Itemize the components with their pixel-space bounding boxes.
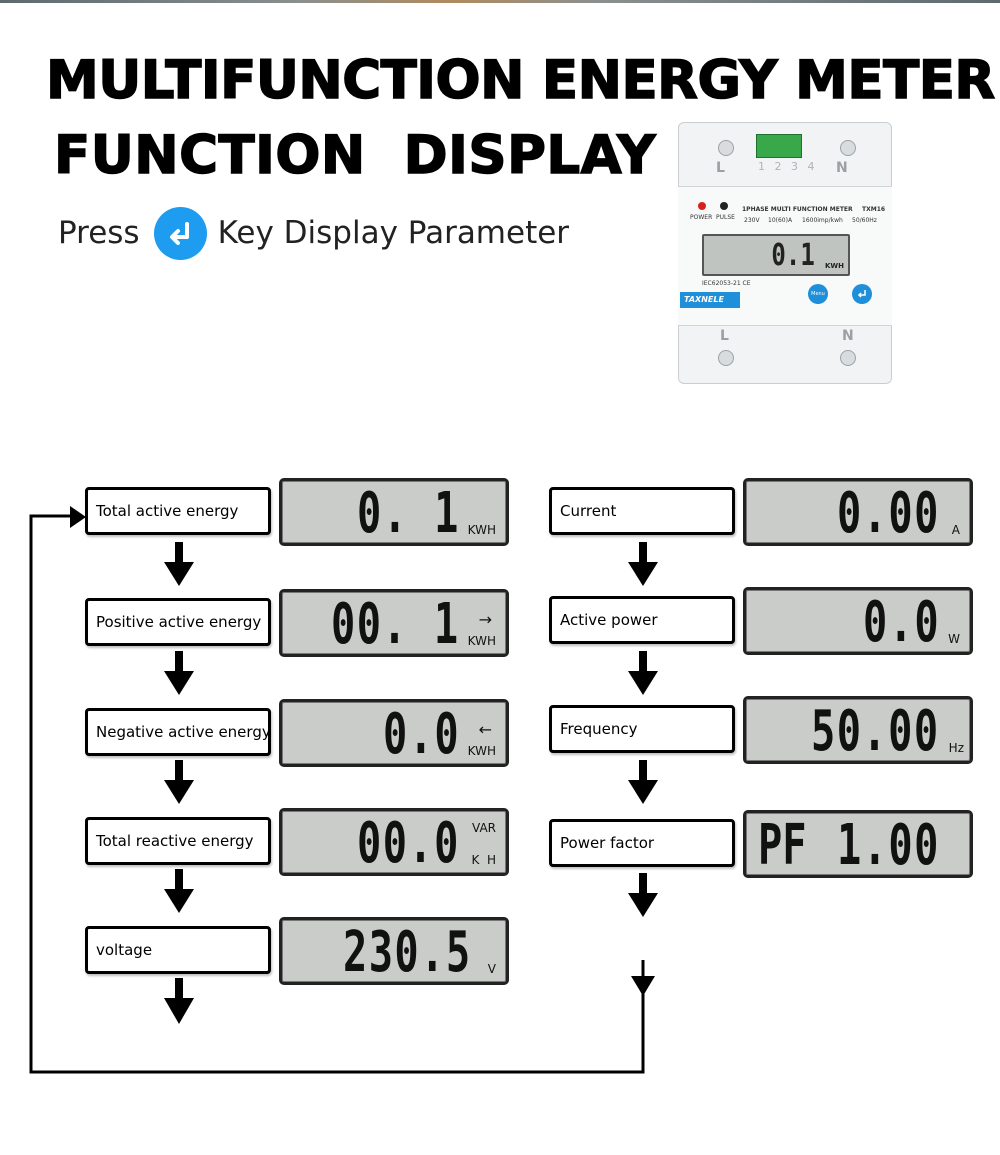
- lcd-active-power: 0.0 W: [743, 587, 973, 655]
- enter-key-icon: [153, 206, 207, 260]
- press-instruction: Press Key Display Parameter: [58, 206, 570, 260]
- power-label: POWER: [690, 214, 713, 221]
- terminal-screw-icon: [718, 350, 734, 366]
- lcd-unit: Hz: [948, 741, 964, 755]
- terminal-screw-icon: [718, 140, 734, 156]
- lcd-value: 1.00: [837, 813, 940, 878]
- lcd-value: 0. 1: [357, 481, 460, 546]
- terminal-screw-icon: [840, 350, 856, 366]
- device-lcd-unit: KWH: [824, 262, 844, 270]
- lcd-value: 0.0: [862, 590, 940, 655]
- param-label-negative-active-energy: Negative active energy: [85, 708, 271, 756]
- top-decor-bar: [0, 0, 1000, 3]
- device-lcd: 0.1 KWH: [702, 234, 850, 276]
- lcd-value: 230.5: [343, 920, 472, 985]
- lcd-unit: A: [951, 523, 960, 537]
- param-label-positive-active-energy: Positive active energy: [85, 598, 271, 646]
- lcd-positive-active-energy: 00. 1 → KWH: [279, 589, 509, 657]
- device-bottom-n-label: N: [842, 328, 854, 344]
- green-terminal-block: [756, 134, 802, 158]
- pulse-led-icon: [720, 202, 728, 210]
- param-label-voltage: voltage: [85, 926, 271, 974]
- lcd-voltage: 230.5 V: [279, 917, 509, 985]
- device-model-title: 1PHASE MULTI FUNCTION METER: [742, 206, 853, 213]
- down-arrow-icons: [164, 542, 658, 1024]
- device-lcd-value: 0.1: [771, 238, 815, 273]
- lcd-frequency: 50.00 Hz: [743, 696, 973, 764]
- param-label-frequency: Frequency: [549, 705, 735, 753]
- lcd-value: 50.00: [811, 699, 940, 764]
- device-n-label: N: [836, 160, 848, 176]
- lcd-power-factor: PF 1.00: [743, 810, 973, 878]
- lcd-unit: KWH: [467, 523, 496, 537]
- reverse-arrow-icon: ←: [478, 720, 492, 739]
- press-text: Press: [58, 215, 140, 251]
- param-label-active-power: Active power: [549, 596, 735, 644]
- param-label-total-reactive-energy: Total reactive energy: [85, 817, 271, 865]
- key-display-text: Key Display Parameter: [217, 215, 570, 251]
- forward-arrow-icon: →: [478, 610, 492, 629]
- lcd-value: 00.0: [357, 811, 460, 876]
- lcd-current: 0.00 A: [743, 478, 973, 546]
- menu-button[interactable]: Menu: [808, 284, 828, 304]
- lcd-value: 0.0: [382, 702, 460, 767]
- device-spec: 230V: [744, 217, 760, 224]
- device-bottom-l-label: L: [720, 328, 729, 344]
- device-brand-logo: TAXNELE: [680, 292, 740, 308]
- device-spec: 50/60Hz: [852, 217, 877, 224]
- lcd-pf-prefix: PF: [758, 813, 807, 878]
- lcd-total-reactive-energy: 00.0 VAR K H: [279, 808, 509, 876]
- page-title-line2: FUNCTION DISPLAY: [53, 124, 657, 187]
- page-title-line1: MULTIFUNCTION ENERGY METER: [45, 49, 996, 112]
- lcd-unit: KWH: [467, 744, 496, 758]
- pulse-label: PULSE: [716, 214, 735, 221]
- lcd-negative-active-energy: 0.0 ← KWH: [279, 699, 509, 767]
- power-led-icon: [698, 202, 706, 210]
- lcd-unit: K H: [471, 853, 496, 867]
- energy-meter-device: L N 1 2 3 4 POWER PULSE 1PHASE MULTI FUN…: [672, 122, 898, 384]
- lcd-value: 00. 1: [331, 592, 460, 657]
- enter-button[interactable]: [852, 284, 872, 304]
- device-spec: 10(60)A: [768, 217, 793, 224]
- param-label-total-active-energy: Total active energy: [85, 487, 271, 535]
- param-label-power-factor: Power factor: [549, 819, 735, 867]
- lcd-unit: KWH: [467, 634, 496, 648]
- device-l-label: L: [716, 160, 725, 176]
- lcd-unit-var: VAR: [472, 821, 496, 835]
- device-terminal-numbers: 1 2 3 4: [758, 160, 818, 173]
- device-cert: IEC62053-21 CE: [702, 280, 751, 287]
- device-model: TXM16: [862, 206, 886, 213]
- param-label-current: Current: [549, 487, 735, 535]
- device-spec: 1600imp/kwh: [802, 217, 843, 224]
- lcd-value: 0.00: [837, 481, 940, 546]
- lcd-total-active-energy: 0. 1 KWH: [279, 478, 509, 546]
- lcd-unit: V: [487, 962, 496, 976]
- lcd-unit: W: [948, 632, 960, 646]
- terminal-screw-icon: [840, 140, 856, 156]
